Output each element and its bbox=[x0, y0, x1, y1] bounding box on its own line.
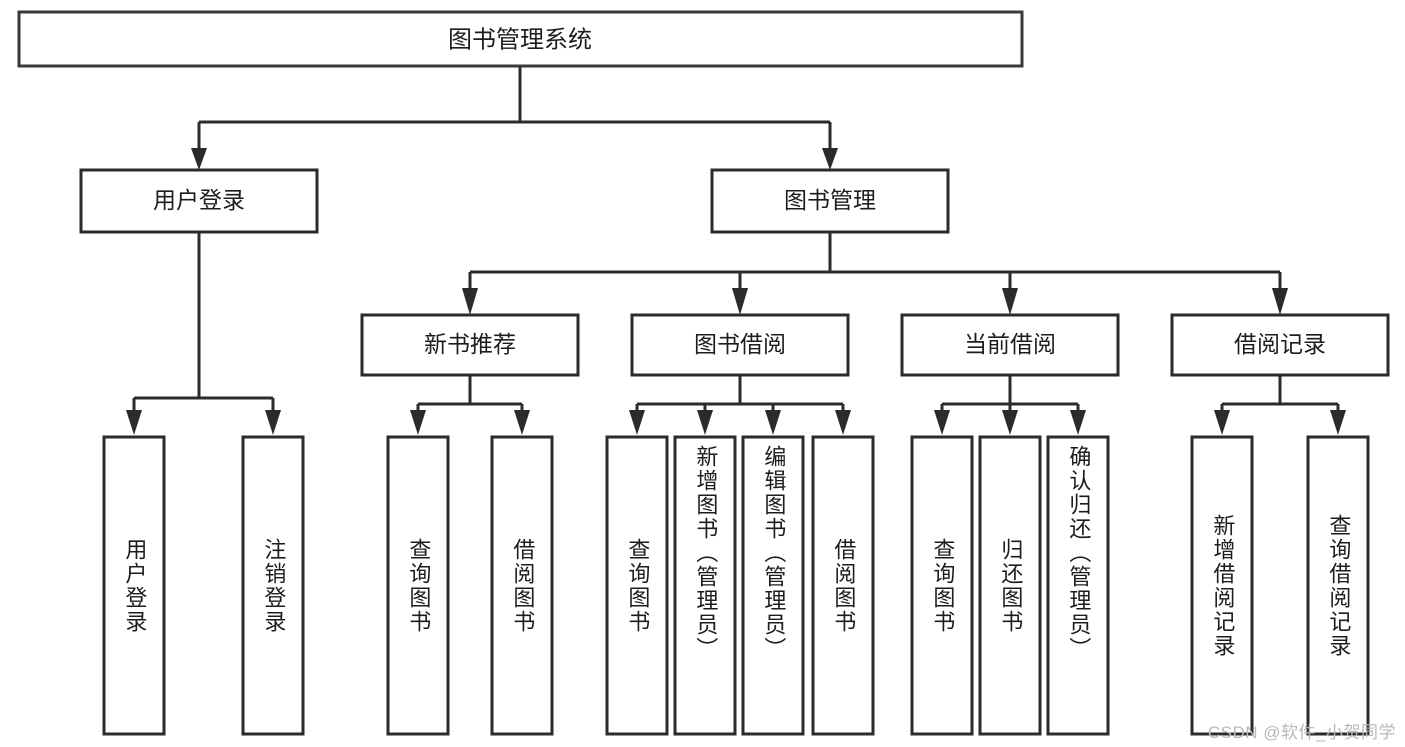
node-leaf-user-login-box[interactable] bbox=[102, 435, 166, 736]
node-borrow-record-label: 借阅记录 bbox=[1234, 331, 1326, 357]
node-current-borrow[interactable]: 当前借阅 bbox=[900, 313, 1120, 377]
arrow-head-leaf-add-book-admin bbox=[697, 410, 713, 435]
node-leaf-query-book-2-box[interactable] bbox=[605, 435, 669, 736]
arrow-head-leaf-logout-login bbox=[265, 410, 281, 435]
node-book-manage[interactable]: 图书管理 bbox=[710, 168, 950, 234]
node-leaf-logout-login-box[interactable] bbox=[241, 435, 305, 736]
node-leaf-confirm-return-admin-box[interactable] bbox=[1046, 435, 1110, 736]
node-new-book-recommend-box[interactable] bbox=[360, 313, 580, 377]
node-leaf-return-book-box[interactable] bbox=[978, 435, 1042, 736]
node-root-label: 图书管理系统 bbox=[448, 26, 592, 53]
node-root[interactable]: 图书管理系统 bbox=[17, 10, 1024, 68]
node-leaf-borrow-book-2-box[interactable] bbox=[811, 435, 875, 736]
node-book-borrow-box[interactable] bbox=[630, 313, 850, 377]
node-current-borrow-label: 当前借阅 bbox=[964, 331, 1056, 357]
arrow-head-user-login bbox=[191, 148, 207, 170]
node-leaf-borrow-book-1-box[interactable] bbox=[490, 435, 554, 736]
node-new-book-recommend[interactable]: 新书推荐 bbox=[360, 313, 580, 377]
arrow-head-leaf-add-borrow-record bbox=[1214, 410, 1230, 435]
arrow-head-borrow-record bbox=[1272, 288, 1288, 315]
node-leaf-query-book-3-box[interactable] bbox=[910, 435, 974, 736]
arrow-head-leaf-query-book-2 bbox=[629, 410, 645, 435]
arrow-head-leaf-user-login bbox=[126, 410, 142, 435]
node-user-login-label: 用户登录 bbox=[153, 187, 245, 213]
node-leaf-add-borrow-record-box[interactable] bbox=[1190, 435, 1254, 736]
node-new-book-recommend-label: 新书推荐 bbox=[424, 331, 516, 357]
node-leaf-query-borrow-record-box[interactable] bbox=[1306, 435, 1370, 736]
node-book-borrow-label: 图书借阅 bbox=[694, 331, 786, 357]
arrow-head-leaf-return-book bbox=[1002, 410, 1018, 435]
arrow-head-leaf-borrow-book-2 bbox=[835, 410, 851, 435]
node-book-manage-box[interactable] bbox=[710, 168, 950, 234]
arrow-head-book-borrow bbox=[732, 288, 748, 315]
connector-layer bbox=[126, 66, 1346, 435]
node-user-login[interactable]: 用户登录 bbox=[79, 168, 319, 234]
node-leaf-add-book-admin-box[interactable] bbox=[673, 435, 737, 736]
node-user-login-box[interactable] bbox=[79, 168, 319, 234]
node-book-borrow[interactable]: 图书借阅 bbox=[630, 313, 850, 377]
arrow-head-leaf-edit-book-admin bbox=[765, 410, 781, 435]
arrow-head-new-book-recommend bbox=[462, 288, 478, 315]
arrow-head-leaf-borrow-book-1 bbox=[514, 410, 530, 435]
arrow-head-current-borrow bbox=[1002, 288, 1018, 315]
node-current-borrow-box[interactable] bbox=[900, 313, 1120, 377]
node-book-manage-label: 图书管理 bbox=[784, 187, 876, 213]
arrow-head-book-manage bbox=[822, 148, 838, 170]
arrow-head-leaf-query-book-1 bbox=[410, 410, 426, 435]
arrow-head-leaf-query-book-3 bbox=[934, 410, 950, 435]
node-leaf-query-book-1-box[interactable] bbox=[386, 435, 450, 736]
arrow-head-leaf-query-borrow-record bbox=[1330, 410, 1346, 435]
csdn-watermark: CSDN @软件_小贺同学 bbox=[1207, 723, 1396, 742]
node-leaf-edit-book-admin-box[interactable] bbox=[741, 435, 805, 736]
arrow-head-leaf-confirm-return-admin bbox=[1070, 410, 1086, 435]
node-borrow-record[interactable]: 借阅记录 bbox=[1170, 313, 1390, 377]
node-layer: 图书管理系统 用户登录 图书管理 新书推荐 图书借阅 bbox=[17, 10, 1390, 736]
node-borrow-record-box[interactable] bbox=[1170, 313, 1390, 377]
node-root-box[interactable] bbox=[17, 10, 1024, 68]
